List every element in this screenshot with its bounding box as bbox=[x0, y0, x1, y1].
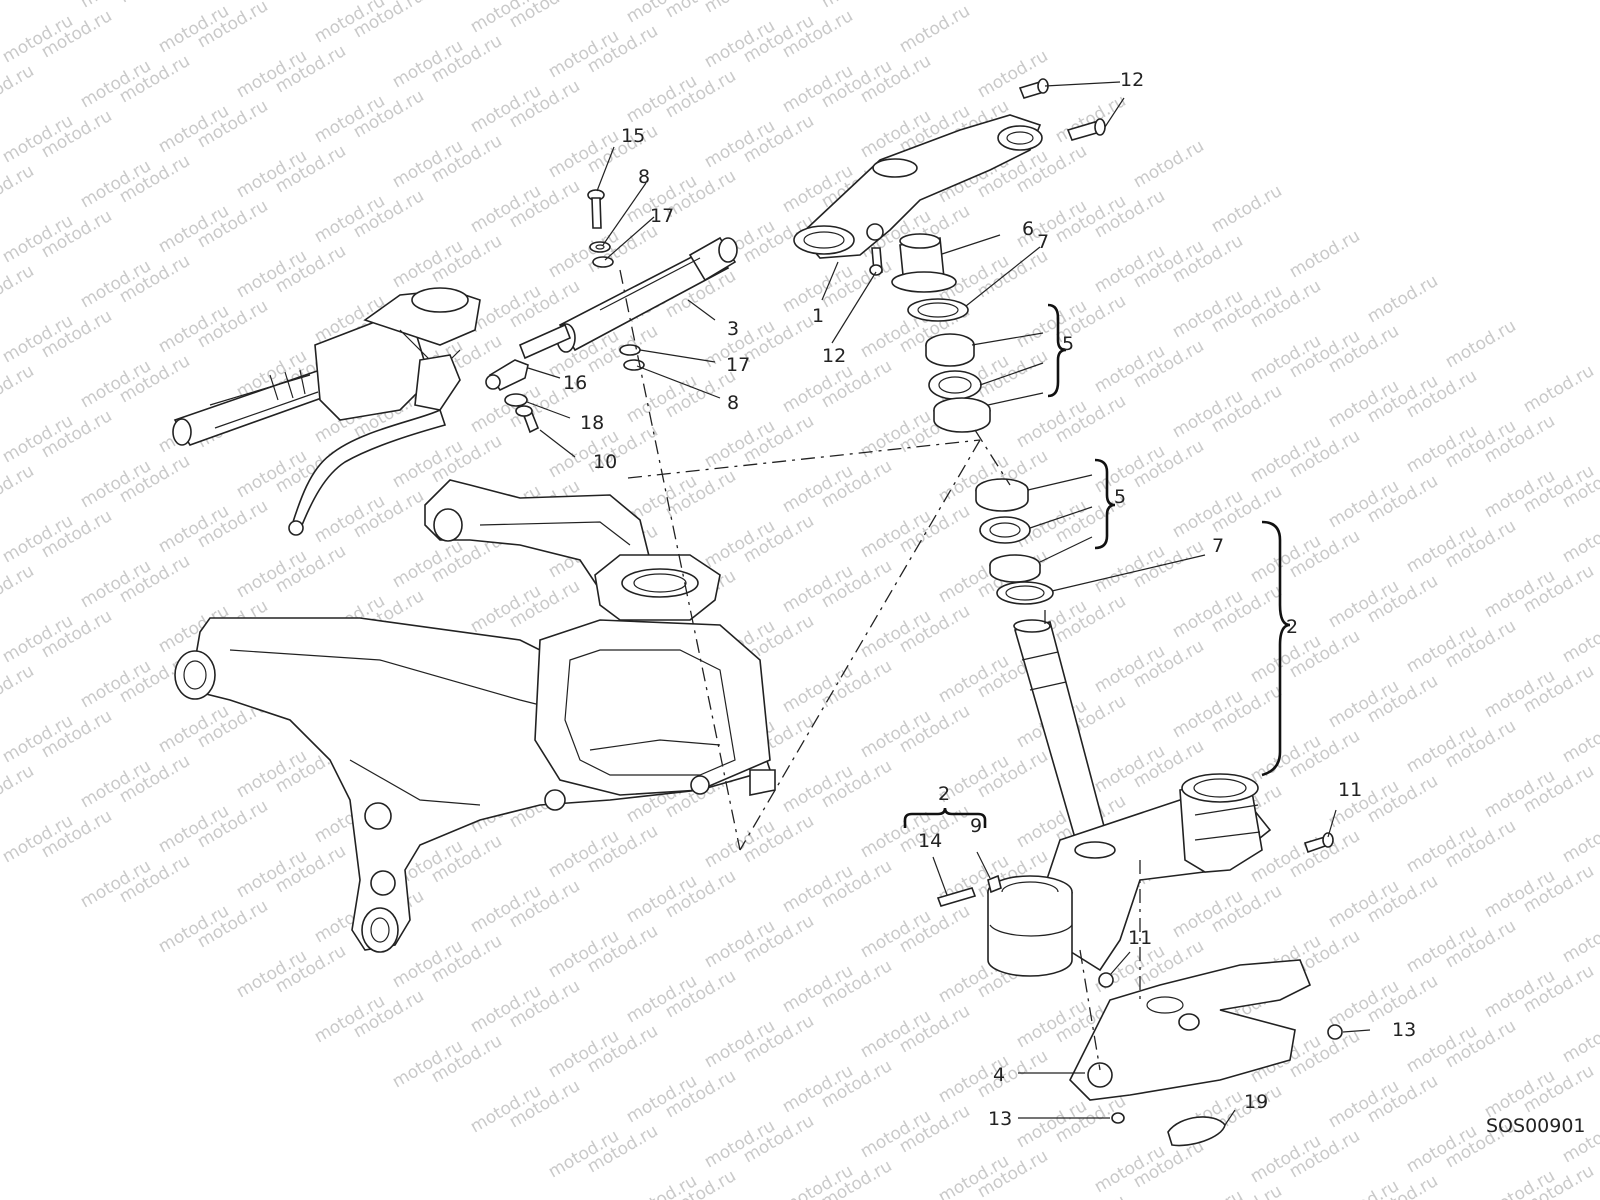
callout-13-right: 13 bbox=[1392, 1019, 1416, 1041]
callout-10: 10 bbox=[593, 451, 617, 473]
callout-5-lower: 5 bbox=[1114, 486, 1126, 508]
callout-8-lower: 8 bbox=[727, 392, 739, 414]
lower-triple-clamp-drawing bbox=[936, 619, 1334, 988]
callout-19: 19 bbox=[1244, 1091, 1268, 1113]
callout-6: 6 bbox=[1022, 218, 1034, 240]
callout-11-lower: 11 bbox=[1128, 927, 1152, 949]
frame-drawing bbox=[174, 479, 776, 953]
steering-damper-drawing bbox=[485, 189, 738, 434]
braces bbox=[903, 303, 1291, 828]
callout-18: 18 bbox=[580, 412, 604, 434]
callout-7-upper: 7 bbox=[1037, 231, 1049, 253]
callout-12-top: 12 bbox=[1120, 69, 1144, 91]
callout-2-clamp: 2 bbox=[938, 783, 950, 805]
steering-bearings-drawing bbox=[891, 233, 1054, 605]
callout-16: 16 bbox=[563, 372, 587, 394]
callout-2-stem: 2 bbox=[1286, 616, 1298, 638]
callout-1: 1 bbox=[812, 305, 824, 327]
callout-12-left: 12 bbox=[822, 345, 846, 367]
callout-labels: 12 12 15 8 17 6 7 1 12 3 17 8 16 18 10 5… bbox=[563, 69, 1586, 1137]
callout-17-upper: 17 bbox=[650, 205, 674, 227]
callout-15: 15 bbox=[621, 125, 645, 147]
callout-9: 9 bbox=[970, 815, 982, 837]
callout-5-upper: 5 bbox=[1062, 333, 1074, 355]
callout-14: 14 bbox=[918, 830, 942, 852]
drawing-code: SOS00901 bbox=[1486, 1115, 1586, 1137]
handlebar-drawing bbox=[172, 287, 481, 536]
upper-triple-clamp-drawing bbox=[793, 78, 1106, 276]
callout-13-bottom: 13 bbox=[988, 1108, 1012, 1130]
callout-4: 4 bbox=[993, 1064, 1005, 1086]
callout-7-lower: 7 bbox=[1212, 535, 1224, 557]
callout-3: 3 bbox=[727, 318, 739, 340]
callout-8-upper: 8 bbox=[638, 166, 650, 188]
leader-lines bbox=[526, 81, 1371, 1126]
callout-11-right: 11 bbox=[1338, 779, 1362, 801]
construction-lines bbox=[619, 269, 1141, 1071]
guard-plate-drawing bbox=[1069, 959, 1343, 1147]
callout-17-lower: 17 bbox=[726, 354, 750, 376]
